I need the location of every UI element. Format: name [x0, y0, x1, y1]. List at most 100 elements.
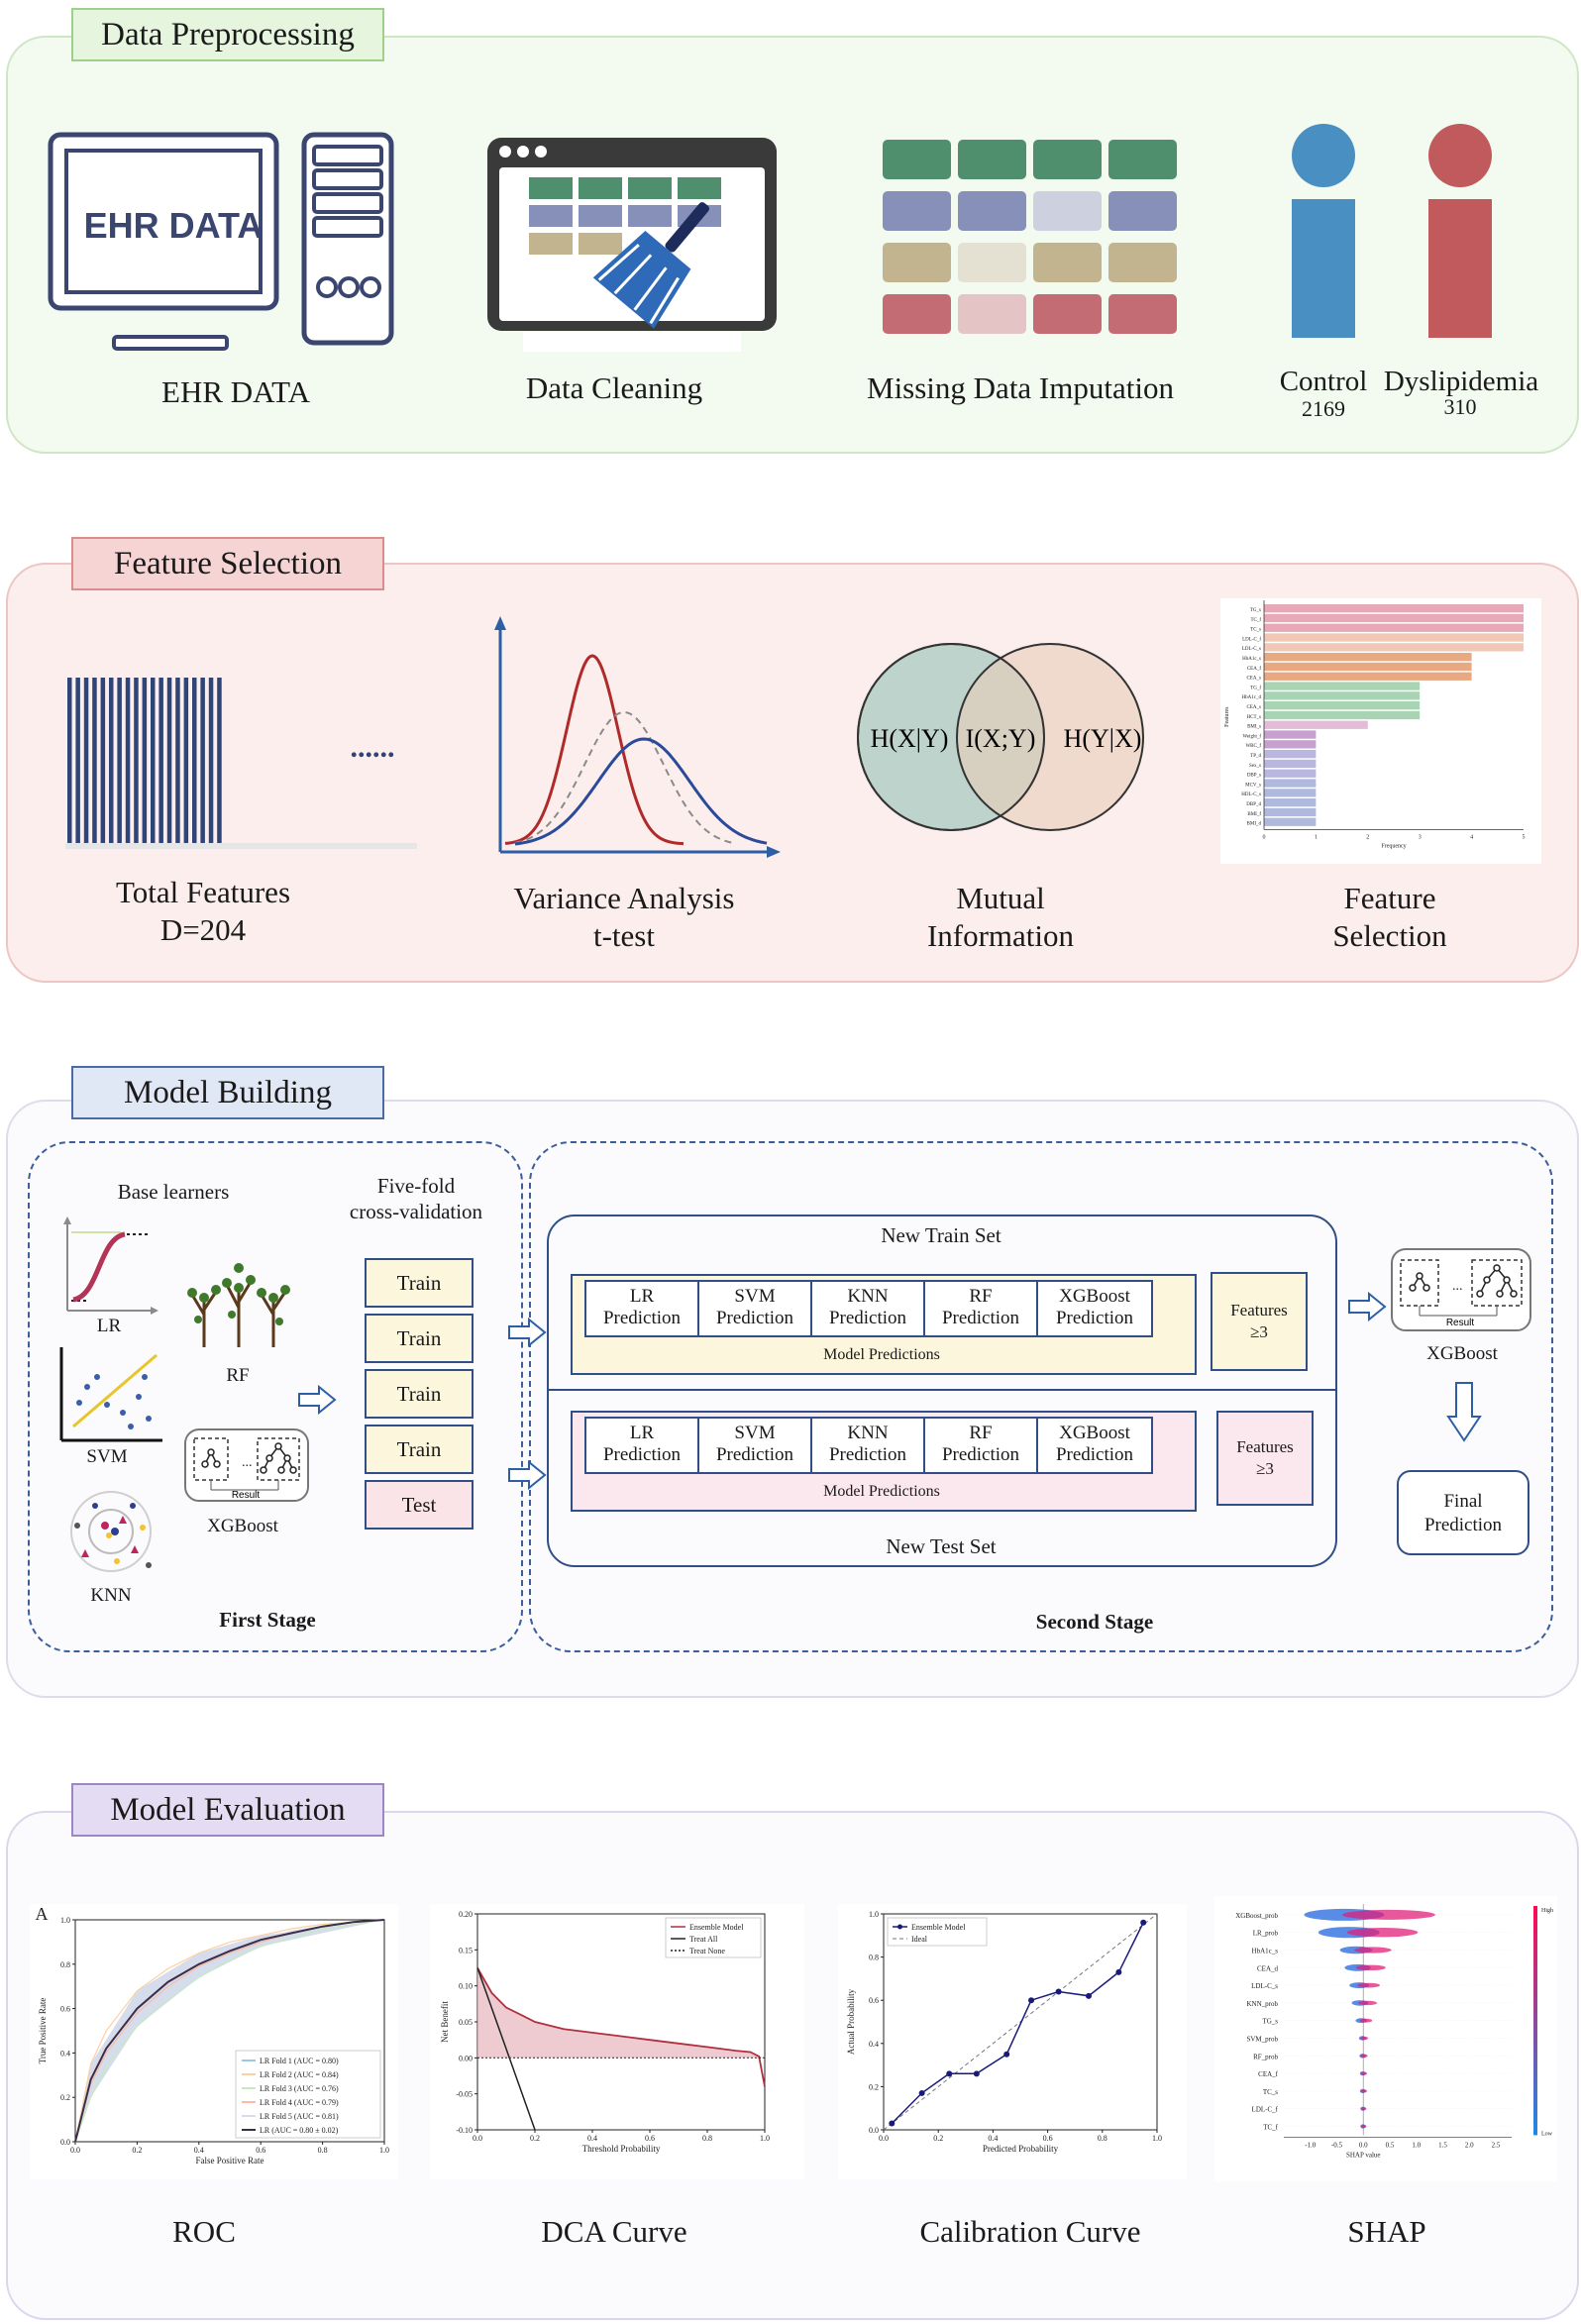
feature-bar	[217, 678, 222, 844]
control-count: 2169	[1302, 396, 1345, 421]
train-xgboost-word: Prediction	[1055, 1308, 1134, 1328]
dca-ytick-label: -0.05	[456, 2090, 473, 2099]
roc-xlabel: False Positive Rate	[196, 2156, 264, 2166]
shap-xtick-label: 1.0	[1412, 2141, 1421, 2149]
arrow-to-cv-icon	[298, 1385, 337, 1415]
meta-xgboost-label: XGBoost	[1426, 1343, 1498, 1364]
roc-ytick-label: 0.6	[60, 2005, 70, 2014]
meta-xgboost-icon: ... Result	[1391, 1248, 1531, 1331]
shap-caption: SHAP	[1347, 2214, 1426, 2249]
rf-tree-icon	[187, 1263, 290, 1347]
shap-feature-label: TG_s	[1262, 2018, 1278, 2026]
svm-label: SVM	[86, 1446, 128, 1467]
shap-high-points	[1360, 2107, 1367, 2111]
frequency-tick-label: 0	[1263, 834, 1266, 840]
frequency-tick-label: 4	[1470, 834, 1473, 840]
shap-chart: XGBoost_probLR_probHbA1c_sCEA_dLDL-C_sKN…	[1214, 1896, 1557, 2181]
dca-ytick-label: 0.00	[459, 2054, 473, 2062]
frequency-feature-label: TG_f	[1250, 686, 1261, 690]
train-rf-word: Prediction	[941, 1308, 1020, 1328]
test-svm-model: SVM	[734, 1423, 776, 1443]
shap-high-points	[1355, 1964, 1386, 1971]
roc-frame	[74, 1919, 385, 2143]
frequency-feature-label: LDL-C_f	[1242, 637, 1261, 642]
arrow-to-train-set-icon	[508, 1318, 547, 1347]
test-features-box: Features ≥3	[1216, 1411, 1314, 1506]
roc-ylabel: True Positive Rate	[38, 1998, 48, 2064]
shap-xtick-label: 2.0	[1465, 2141, 1474, 2149]
cal-point	[946, 2070, 953, 2077]
frequency-feature-label: MCV_s	[1245, 783, 1261, 788]
fold-train-2: Train	[365, 1314, 474, 1363]
feature-bar	[134, 678, 139, 844]
cal-point	[1055, 1988, 1062, 1995]
frequency-bar	[1264, 691, 1421, 700]
frequency-feature-label: CEA_s	[1247, 705, 1262, 710]
second-stage-box	[529, 1141, 1553, 1652]
lr-sigmoid-icon	[63, 1216, 158, 1315]
roc-series-line	[74, 1919, 385, 2143]
train-svm-model: SVM	[734, 1286, 776, 1307]
test-rf-word: Prediction	[941, 1444, 1020, 1465]
total-features-dimension: D=204	[159, 912, 247, 947]
roc-ytick-label: 1.0	[60, 1916, 70, 1925]
shap-feature-label: TC_s	[1263, 2088, 1278, 2096]
frequency-feature-label: TP_d	[1250, 754, 1261, 759]
frequency-feature-label: HbA1c_s	[1242, 657, 1261, 662]
dca-ytick-label: 0.10	[459, 1982, 473, 1991]
venn-left-label: H(X|Y)	[871, 724, 949, 753]
shap-feature-label: CEA_d	[1257, 1964, 1279, 1972]
second-stage-label: Second Stage	[1035, 1610, 1154, 1634]
roc-xtick-label: 0.6	[256, 2146, 265, 2155]
dca-xtick-label: 0.6	[645, 2134, 655, 2143]
shap-high-points	[1360, 2054, 1368, 2058]
dca-legend-label: Treat All	[689, 1935, 718, 1944]
shap-high-points	[1360, 2124, 1367, 2129]
ehr-screen-text: EHR DATA	[84, 205, 264, 246]
cal-xtick-label: 0.4	[988, 2134, 998, 2143]
cal-ensemble-line	[891, 1922, 1144, 2125]
frequency-bar	[1264, 807, 1317, 817]
first-stage-box	[28, 1141, 523, 1652]
test-knn-model: KNN	[847, 1423, 889, 1443]
shap-feature-label: CEA_f	[1258, 2070, 1279, 2078]
roc-ytick-label: 0.2	[60, 2093, 70, 2102]
train-knn-model: KNN	[847, 1286, 889, 1307]
cal-point	[889, 2120, 896, 2127]
feature-bar	[158, 678, 163, 844]
dca-legend	[665, 1917, 762, 1958]
frequency-bar	[1264, 682, 1421, 690]
fold-train-4-label: Train	[396, 1436, 442, 1461]
fold-test-label: Test	[401, 1492, 437, 1517]
variance-distribution-icon	[494, 616, 781, 858]
mutual-information-venn: H(X|Y) I(X;Y) H(Y|X)	[857, 643, 1144, 831]
shap-feature-label: HbA1c_s	[1252, 1948, 1279, 1955]
test-features-threshold: ≥3	[1256, 1459, 1274, 1478]
feature-bar	[200, 678, 205, 844]
feature-bar	[166, 678, 172, 844]
fold-test: Test	[365, 1480, 474, 1530]
fold-train-4: Train	[365, 1425, 474, 1474]
test-model-predictions-label: Model Predictions	[823, 1483, 940, 1500]
feature-bar	[75, 678, 80, 844]
frequency-tick-label: 3	[1419, 834, 1422, 840]
roc-xtick-label: 0.2	[132, 2146, 142, 2155]
arrow-to-meta-learner-icon	[1348, 1292, 1387, 1321]
cal-ylabel: Actual Probability	[846, 1988, 856, 2055]
test-features-label: Features	[1236, 1437, 1294, 1456]
t-test-caption: t-test	[593, 918, 655, 953]
shap-low-label: Low	[1541, 2131, 1553, 2137]
svg-text:...: ...	[1452, 1279, 1463, 1294]
total-features-caption: Total Features	[115, 875, 291, 909]
rf-label: RF	[226, 1365, 250, 1386]
train-rf-model: RF	[969, 1286, 993, 1307]
roc-legend-label: LR Fold 1 (AUC = 0.80)	[260, 2057, 339, 2065]
shap-colorbar	[1533, 1906, 1537, 2136]
feature-bar	[142, 678, 148, 844]
